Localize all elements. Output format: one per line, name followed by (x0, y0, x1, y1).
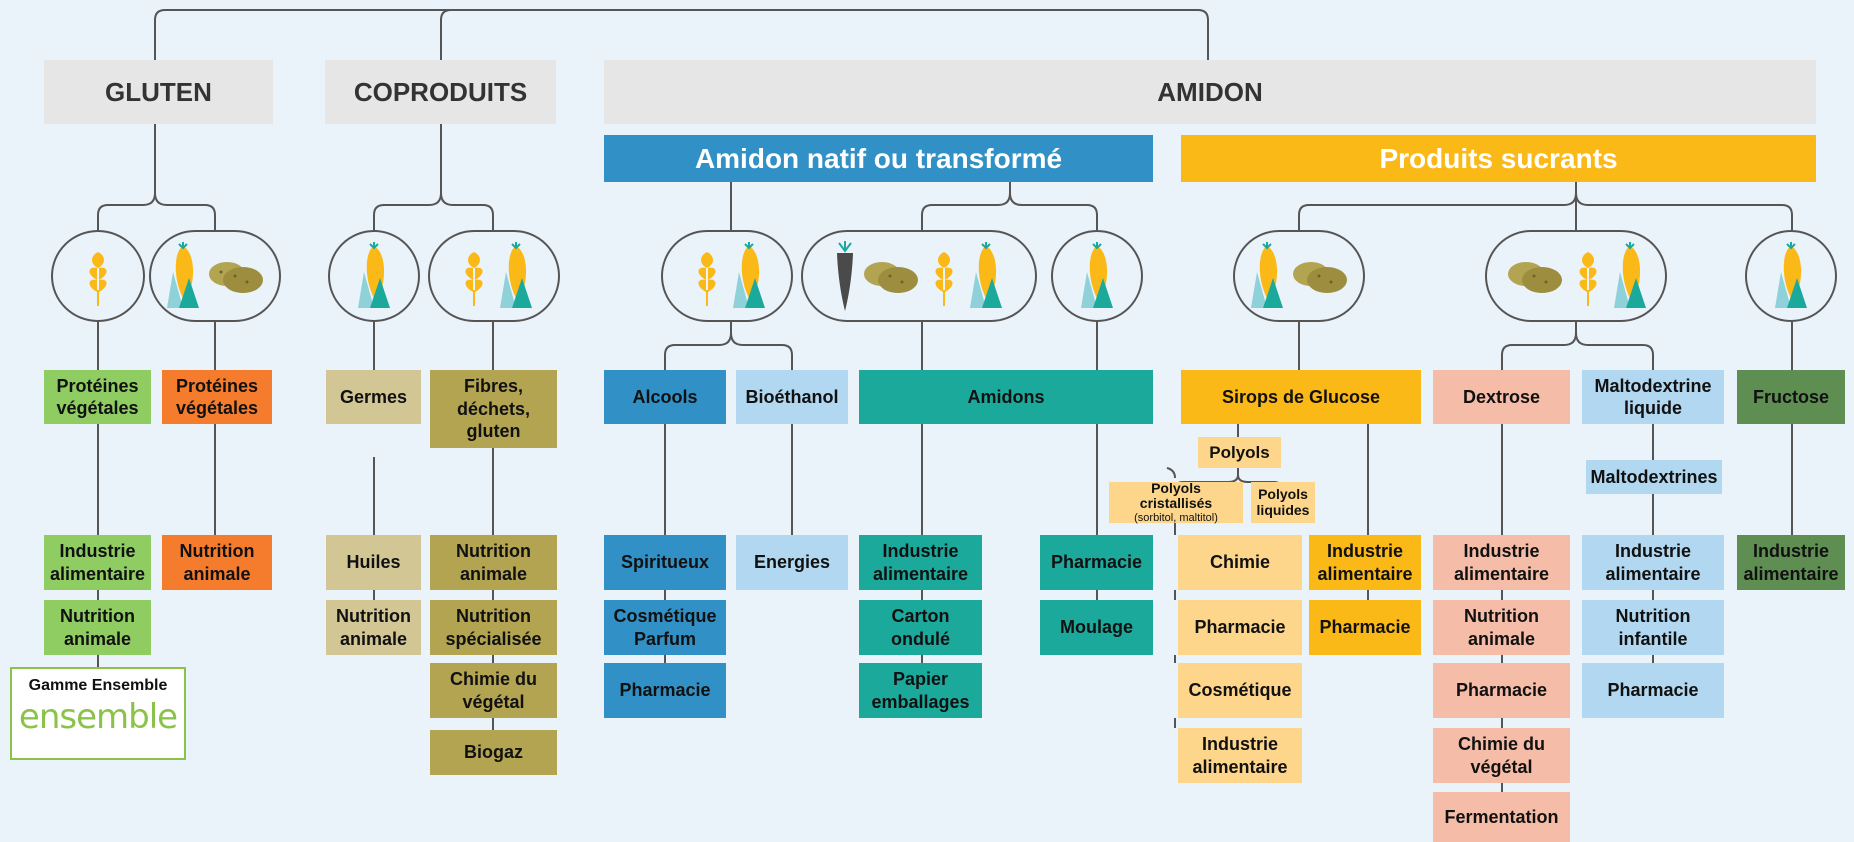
box-industrie-alimentaire: Industrie alimentaire (1309, 535, 1421, 590)
box-maltodextrine-liquide: Maltodextrine liquide (1582, 370, 1724, 424)
source-pill-corn-potato (149, 230, 281, 322)
corn-icon (500, 242, 532, 308)
source-pill-corn (328, 230, 420, 322)
gamme-ensemble-card: Gamme Ensemble ensemble (10, 667, 186, 760)
box-nutrition-animale: Nutrition animale (430, 535, 557, 590)
box-pharmacie: Pharmacie (1178, 600, 1302, 655)
box-dextrose-industrie: Industrie alimentaire (1433, 535, 1570, 590)
box-industrie-alimentaire-2: Industrie alimentaire (1178, 728, 1302, 783)
box-proteines-vegetales: Protéines végétales (44, 370, 151, 424)
source-pill-wheat-corn (428, 230, 560, 322)
corn-icon (1775, 242, 1807, 308)
potato-icon (864, 262, 918, 293)
box-sirops-glucose: Sirops de Glucose (1181, 370, 1421, 424)
potato-icon (1508, 262, 1562, 293)
box-polyols: Polyols (1198, 437, 1281, 468)
box-cosmetique: Cosmétique (1178, 663, 1302, 718)
box-pharmacie: Pharmacie (604, 663, 726, 718)
source-pill-corn (1745, 230, 1837, 322)
header-amidon: AMIDON (604, 60, 1816, 124)
box-dextrose-chimie: Chimie du végétal (1433, 728, 1570, 783)
box-spiritueux: Spiritueux (604, 535, 726, 590)
wheat-icon (698, 252, 716, 306)
box-dextrose-pharmacie: Pharmacie (1433, 663, 1570, 718)
subheader-amidon-natif: Amidon natif ou transformé (604, 135, 1153, 182)
box-alcools: Alcools (604, 370, 726, 424)
header-gluten: GLUTEN (44, 60, 273, 124)
box-nutrition-specialisee: Nutrition spécialisée (430, 600, 557, 655)
source-pill-carrot-potato-wheat-corn (801, 230, 1037, 322)
box-polyols-liquides: Polyols liquides (1251, 482, 1315, 523)
box-malto-industrie: Industrie alimentaire (1582, 535, 1724, 590)
corn-icon (1081, 242, 1113, 308)
box-dextrose: Dextrose (1433, 370, 1570, 424)
wheat-icon (935, 252, 953, 306)
box-industrie-alimentaire: Industrie alimentaire (44, 535, 151, 590)
box-pharmacie-2: Pharmacie (1309, 600, 1421, 655)
box-proteines-vegetales-2: Protéines végétales (162, 370, 272, 424)
box-huiles: Huiles (326, 535, 421, 590)
box-malto-pharmacie: Pharmacie (1582, 663, 1724, 718)
box-fibres: Fibres, déchets, gluten (430, 370, 557, 448)
ensemble-logo: ensemble (18, 697, 178, 737)
corn-icon (167, 242, 199, 308)
wheat-icon (1579, 252, 1597, 306)
box-malto-nutrition-infantile: Nutrition infantile (1582, 600, 1724, 655)
source-pill-corn-potato (1233, 230, 1365, 322)
potato-icon (1293, 262, 1347, 293)
box-papier-emballages: Papier emballages (859, 663, 982, 718)
polyols-cristallises-label: Polyols cristallisés (1139, 480, 1213, 512)
box-chimie: Chimie (1178, 535, 1302, 590)
box-amidons: Amidons (859, 370, 1153, 424)
box-biogaz: Biogaz (430, 730, 557, 775)
corn-icon (358, 242, 390, 308)
subheader-produits-sucrants: Produits sucrants (1181, 135, 1816, 182)
box-fructose-industrie: Industrie alimentaire (1737, 535, 1845, 590)
box-cosmetique-parfum: Cosmétique Parfum (604, 600, 726, 655)
box-dextrose-nutrition: Nutrition animale (1433, 600, 1570, 655)
box-nutrition-animale-orange: Nutrition animale (162, 535, 272, 590)
box-nutrition-animale: Nutrition animale (44, 600, 151, 655)
box-bioethanol: Bioéthanol (736, 370, 848, 424)
box-carton-ondule: Carton ondulé (859, 600, 982, 655)
wheat-icon (89, 252, 107, 306)
box-germes: Germes (326, 370, 421, 424)
box-dextrose-fermentation: Fermentation (1433, 792, 1570, 842)
carrot-icon (837, 241, 853, 311)
box-chimie-vegetal: Chimie du végétal (430, 663, 557, 718)
source-pill-potato-wheat-corn (1485, 230, 1667, 322)
corn-icon (970, 242, 1002, 308)
box-pharmacie: Pharmacie (1040, 535, 1153, 590)
corn-icon (733, 242, 765, 308)
wheat-icon (465, 252, 483, 306)
box-fructose: Fructose (1737, 370, 1845, 424)
source-pill-wheat (51, 230, 145, 322)
header-coproduits: COPRODUITS (325, 60, 556, 124)
corn-icon (1614, 242, 1646, 308)
gamme-ensemble-title: Gamme Ensemble (28, 677, 168, 694)
box-nutrition-animale-2: Nutrition animale (326, 600, 421, 655)
source-pill-wheat-corn (661, 230, 793, 322)
box-industrie-alimentaire: Industrie alimentaire (859, 535, 982, 590)
corn-icon (1251, 242, 1283, 308)
polyols-cristallises-sublabel: (sorbitol, maltitol) (1134, 511, 1218, 524)
potato-icon (209, 262, 263, 293)
source-pill-corn (1051, 230, 1143, 322)
box-polyols-cristallises: Polyols cristallisés (sorbitol, maltitol… (1109, 480, 1243, 524)
box-moulage: Moulage (1040, 600, 1153, 655)
box-maltodextrines: Maltodextrines (1586, 460, 1722, 494)
box-energies: Energies (736, 535, 848, 590)
